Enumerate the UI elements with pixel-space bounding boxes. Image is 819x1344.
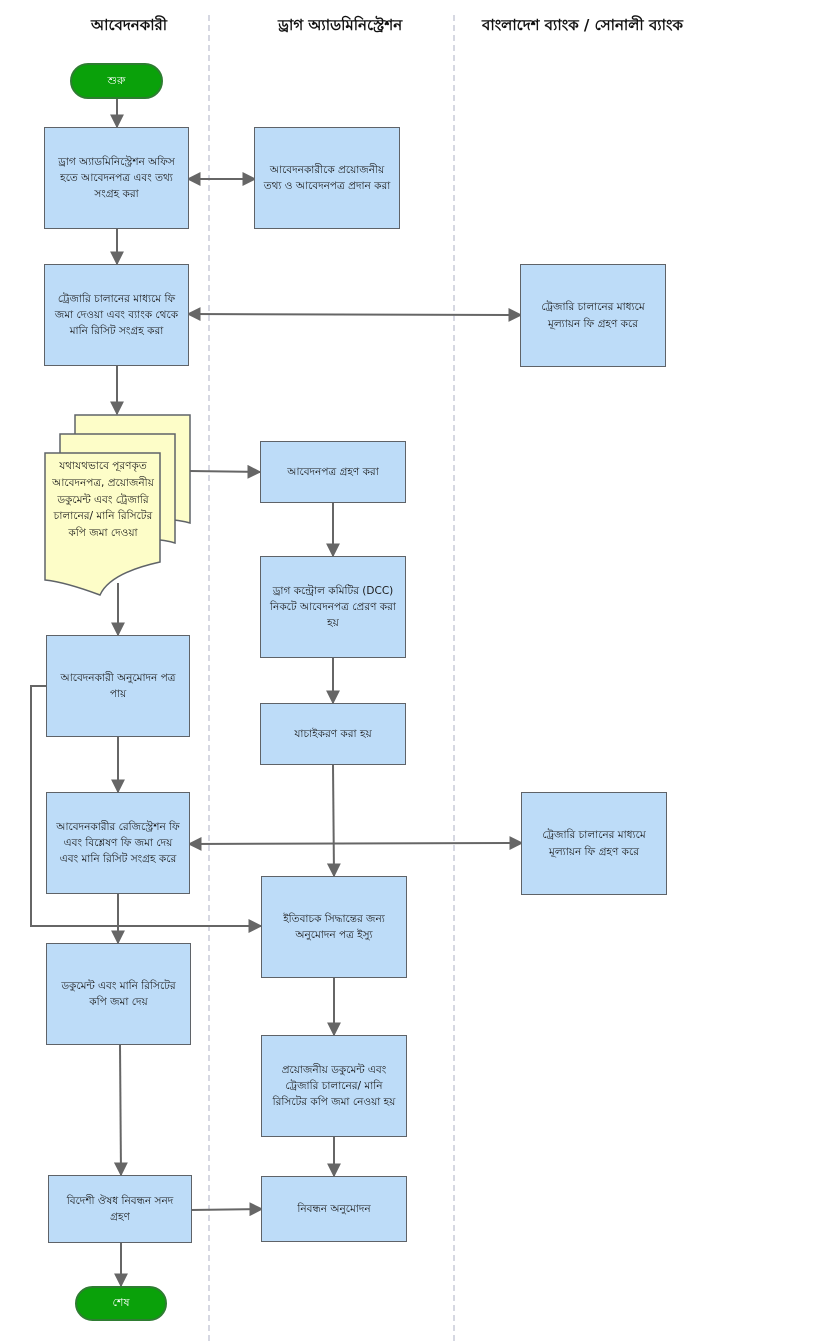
- lane-title-drug-admin: ড্রাগ অ্যাডমিনিস্ট্রেশন: [278, 16, 403, 34]
- step-issue-approval-letter: ইতিবাচক সিদ্ধান্তের জন্য অনুমোদন পত্র ইস…: [261, 876, 407, 978]
- step-pay-fee-treasury: ট্রেজারি চালানের মাধ্যমে ফি জমা দেওয়া এ…: [44, 264, 189, 366]
- step-collect-application: ড্রাগ অ্যাডমিনিস্ট্রেশন অফিস হতে আবেদনপত…: [44, 127, 189, 229]
- step-bank-accept-evaluation-fee-2: ট্রেজারি চালানের মাধ্যমে মূল্যায়ন ফি গ্…: [521, 792, 667, 895]
- step-receive-approval-letter: আবেদনকারী অনুমোদন পত্র পায়: [46, 635, 190, 737]
- document-submit-application: যথাযথভাবে পূরণকৃত আবেদনপত্র, প্রয়োজনীয়…: [52, 460, 154, 540]
- document-stack-shape: [44, 414, 191, 596]
- step-pay-registration-fee: আবেদনকারীর রেজিস্ট্রেশন ফি এবং বিশ্লেষণ …: [46, 792, 190, 894]
- arrow-docs-to-receive: [189, 464, 262, 479]
- arrow-pay-bank-bidirectional: [186, 307, 523, 322]
- arrow-copies-to-certificate: [113, 1044, 128, 1177]
- arrow-approval-loop-to-issue: [30, 685, 263, 933]
- step-send-to-dcc: ড্রাগ কন্ট্রোল কমিটির (DCC) নিকটে আবেদনপ…: [260, 556, 406, 658]
- step-receive-application: আবেদনপত্র গ্রহণ করা: [260, 441, 406, 503]
- start-terminator: শুরু: [70, 63, 163, 99]
- lane-title-bank: বাংলাদেশ ব্যাংক / সোনালী ব্যাংক: [482, 16, 683, 34]
- step-registration-approval: নিবন্ধন অনুমোদন: [261, 1176, 407, 1242]
- end-terminator: শেষ: [75, 1286, 167, 1321]
- step-provide-information: আবেদনকারীকে প্রয়োজনীয় তথ্য ও আবেদনপত্র…: [254, 127, 400, 229]
- step-bank-accept-evaluation-fee-1: ট্রেজারি চালানের মাধ্যমে মূল্যায়ন ফি গ্…: [520, 264, 666, 367]
- arrow-certificate-to-registration-approval: [190, 1202, 264, 1217]
- step-collect-documents: প্রয়োজনীয় ডকুমেন্ট এবং ট্রেজারি চালানে…: [261, 1035, 407, 1137]
- step-verification: যাচাইকরণ করা হয়: [260, 703, 406, 765]
- arrow-verify-to-issue: [326, 764, 341, 878]
- arrow-registration-bank-bidirectional: [187, 836, 524, 851]
- step-submit-copies: ডকুমেন্ট এবং মানি রিসিটের কপি জমা দেয়: [46, 943, 191, 1045]
- step-receive-registration-certificate: বিদেশী ঔষধ নিবন্ধন সনদ গ্রহণ: [48, 1175, 192, 1243]
- lane-title-applicant: আবেদনকারী: [91, 16, 168, 34]
